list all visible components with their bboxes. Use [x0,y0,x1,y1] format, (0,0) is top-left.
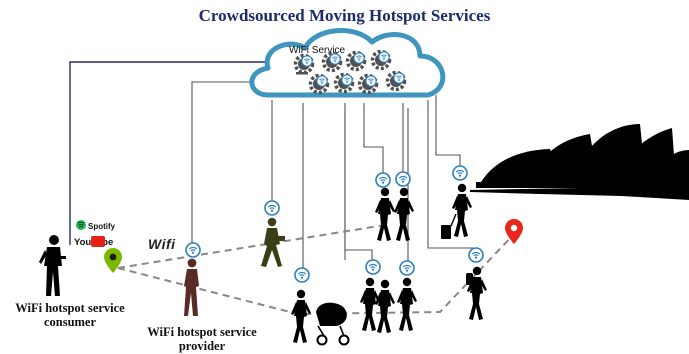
wifi-logo: Wifi [148,236,176,252]
couple-right-wifi-icon [395,171,411,187]
provider-wifi-icon [185,242,201,258]
link-couple-left [363,103,384,177]
youtube-icon [91,236,105,247]
opera-house-silhouette [470,124,689,200]
link-group-left [344,103,373,265]
movement-routes [117,224,518,316]
consumer-location-pin-icon [104,248,122,273]
diagram-title: Crowdsourced Moving Hotspot Services [198,6,491,25]
provider-label-line2: provider [178,339,226,353]
group-right-wifi-icon [399,260,415,276]
spotify-icon [76,220,86,230]
consumer-label-line2: consumer [43,315,97,329]
parent-with-stroller-icon [291,289,350,346]
route-lower [117,230,518,316]
backpacker-wifi-icon [468,247,484,263]
traveler-wifi-icon [452,165,468,181]
route-upper [117,224,386,269]
link-provider [191,81,290,243]
consumer-person-icon [39,235,66,296]
spotify-label: Spotify [88,222,116,231]
spotify-app-badge: Spotify [76,220,116,231]
walker-briefcase-icon [261,217,285,267]
couple-left-wifi-icon [375,172,391,188]
link-consumer [69,61,290,245]
backpacker-icon [466,266,487,320]
youtube-app-badge: YouTube [74,236,113,248]
group-left-wifi-icon [365,259,381,275]
provider-label-line1: WiFi hotspot service [147,325,257,339]
destination-location-pin-icon [505,219,523,244]
provider-person-icon [184,258,199,316]
link-traveler [435,95,461,172]
walker-briefcase-wifi-icon [264,200,280,216]
pedestrian-group-icon [360,277,417,333]
provider-label: WiFi hotspot service provider [132,325,272,353]
link-backpacker [427,100,477,253]
stroller-wifi-icon [294,267,310,283]
traveler-suitcase-icon [441,183,472,239]
cloud-links [191,81,477,272]
wifi-service-cloud: WiFi Service [249,28,446,98]
consumer-label-line1: WiFi hotspot service [15,301,125,315]
cloud-label: WiFi Service [289,45,346,56]
consumer-label: WiFi hotspot service consumer [0,301,140,329]
